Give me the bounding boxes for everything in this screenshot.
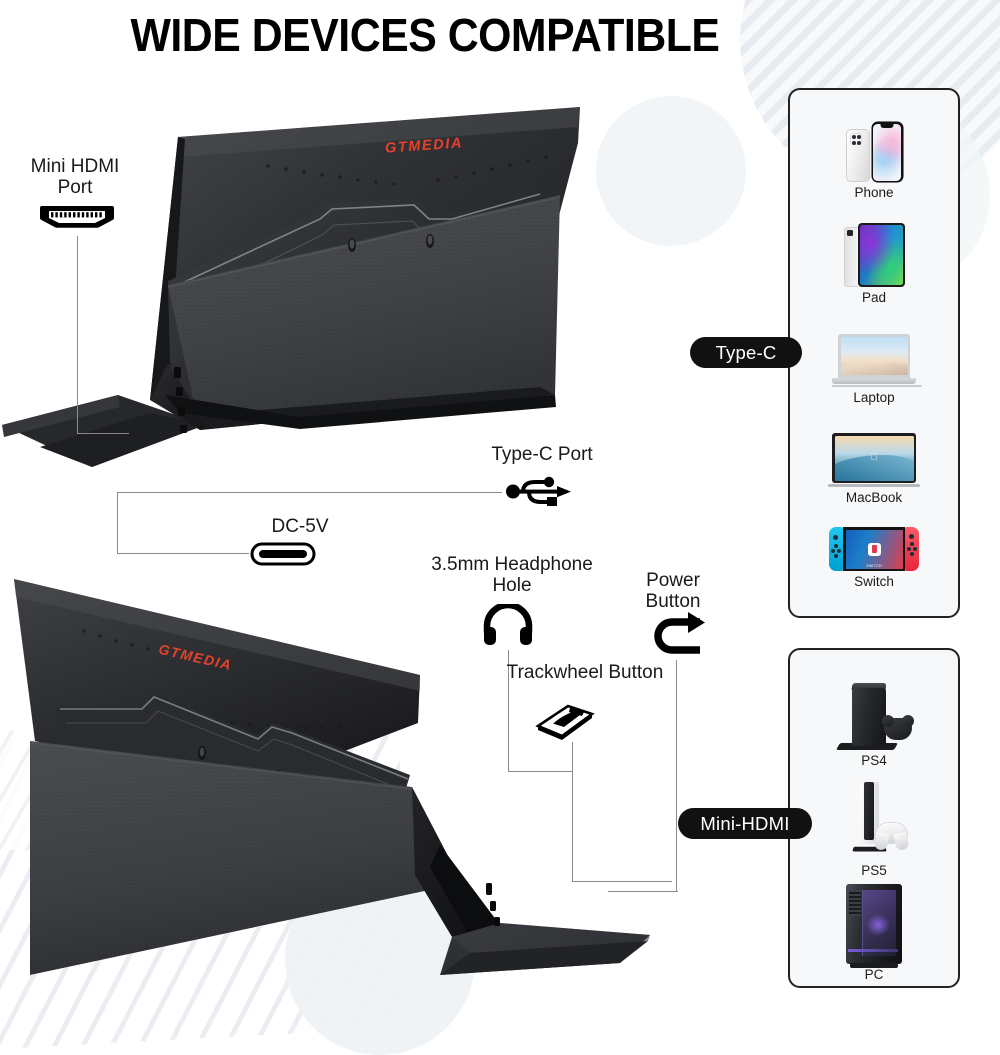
laptop-illustration (832, 334, 922, 387)
joycon-left (829, 527, 843, 571)
pad-wallpaper (859, 225, 903, 285)
leader-line-mini-hdmi-v (77, 236, 79, 434)
pc-illustration (846, 884, 902, 968)
device-item-pc: PC (790, 878, 958, 982)
laptop-lid (838, 334, 910, 378)
macbook-base (828, 484, 920, 487)
portable-monitor-side-view: GTMEDIA (0, 545, 680, 975)
device-item-ps5: PS5 (790, 768, 958, 878)
phone-notch (880, 123, 894, 128)
console-gamepad (882, 715, 914, 740)
hdmi-connector-icon (38, 200, 116, 234)
callout-label-dc-5v: DC-5V (271, 516, 329, 537)
device-caption-laptop: Laptop (853, 390, 895, 405)
rocker-switch-icon (528, 692, 598, 742)
device-item-phone: Phone (790, 102, 958, 200)
callout-label-headphone-hole: 3.5mm Headphone Hole (431, 554, 593, 597)
usb-c-connector-icon (250, 540, 316, 568)
switch-display: SWITCH (845, 529, 903, 569)
macbook-art:  (828, 415, 920, 487)
switch-illustration: SWITCH (829, 527, 919, 571)
xbox-console-art (835, 670, 914, 750)
apple-logo-icon:  (871, 452, 878, 462)
infographic-canvas: WIDE DEVICES COMPATIBLE (0, 0, 1000, 1000)
badge-mini-hdmi: Mini-HDMI (678, 808, 812, 839)
pad-front-illustration (857, 223, 905, 287)
leader-line-headphone-h (508, 771, 572, 773)
badge-type-c: Type-C (690, 337, 802, 368)
macbook-illustration:  (828, 433, 920, 487)
leader-line-trackwheel-v (572, 742, 574, 882)
macbook-lid:  (832, 433, 916, 483)
leader-line-power-v (676, 660, 678, 892)
device-caption-ps5: PS5 (861, 863, 887, 878)
leader-line-dc5v-v (117, 492, 119, 554)
device-caption-switch: Switch (854, 574, 894, 589)
device-caption-macbook: MacBook (845, 490, 903, 505)
switch-logo-icon (867, 542, 881, 556)
device-item-laptop: Laptop (790, 305, 958, 405)
phone-wallpaper (873, 123, 901, 181)
switch-wordmark: SWITCH (866, 563, 882, 568)
headphones-icon (483, 604, 533, 646)
console-illustration-ps4 (835, 680, 914, 750)
pad-rear-illustration (843, 227, 858, 287)
phone-front-illustration (871, 122, 903, 182)
pc-foot (850, 963, 898, 968)
console-illustration-ps5 (834, 782, 914, 860)
switch-screen: SWITCH (843, 527, 905, 571)
power-curved-arrow-icon (648, 612, 706, 658)
macbook-screen-wallpaper:  (834, 435, 914, 481)
leader-line-trackwheel-h (572, 881, 672, 883)
device-caption-pc: PC (864, 967, 884, 982)
usb-trident-icon (505, 472, 577, 506)
pc-tower-art (846, 882, 902, 968)
pc-rgb-glow (866, 914, 890, 936)
callout-label-trackwheel-button: Trackwheel Button (506, 662, 664, 683)
ps5-console-art (834, 776, 914, 860)
leader-line-dc5v-h (117, 553, 249, 555)
laptop-foot (832, 385, 922, 387)
leader-line-power-h (608, 891, 678, 893)
ps5-dualsense-controller (875, 822, 908, 844)
joycon-right (905, 527, 919, 571)
device-item-ps4: PS4 (790, 660, 958, 768)
console-tower (852, 688, 886, 746)
pc-chassis (846, 884, 902, 964)
portable-monitor-rear-view: GTMEDIA (0, 95, 620, 515)
device-caption-ps4: PS4 (861, 753, 887, 768)
callout-label-mini-hdmi-port: Mini HDMI Port (30, 156, 120, 199)
mini-hdmi-device-panel: PS4 PS5 (788, 648, 960, 988)
switch-art: SWITCH (829, 513, 919, 571)
callout-label-type-c-port: Type-C Port (491, 444, 593, 465)
device-item-macbook:  MacBook (790, 405, 958, 505)
type-c-device-panel: Phone Pad Laptop (788, 88, 960, 618)
phone-camera-module (849, 133, 862, 145)
leader-line-type-c (117, 492, 502, 494)
pc-led-strip (848, 949, 898, 952)
device-item-pad: Pad (790, 200, 958, 305)
laptop-screen-wallpaper (840, 336, 908, 375)
callout-label-power-button: Power Button (645, 570, 701, 613)
pc-front-vents (849, 890, 861, 916)
device-caption-phone: Phone (854, 185, 894, 200)
leader-line-mini-hdmi-h (77, 433, 129, 435)
ps5-core (864, 782, 874, 840)
device-item-switch: SWITCH Switch (790, 505, 958, 589)
leader-line-headphone-v (508, 650, 510, 772)
device-caption-pad: Pad (861, 290, 887, 305)
page-title: WIDE DEVICES COMPATIBLE (130, 9, 720, 61)
laptop-art (832, 315, 922, 387)
laptop-keyboard-base (832, 378, 916, 384)
phone-art (845, 114, 903, 182)
phone-rear-illustration (845, 129, 870, 182)
pad-art (843, 213, 905, 287)
